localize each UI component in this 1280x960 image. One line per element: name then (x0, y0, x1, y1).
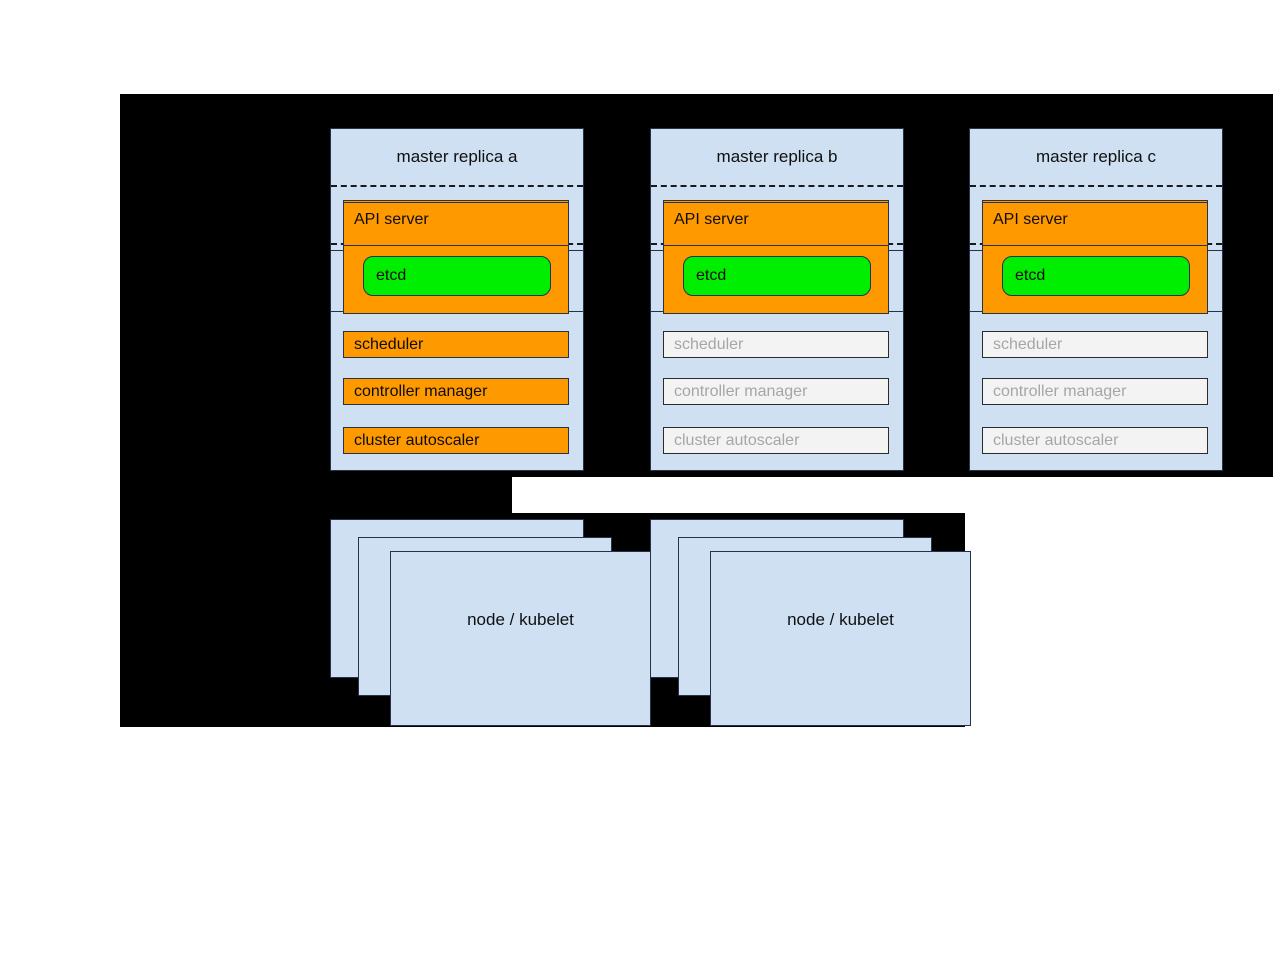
replica-c-etcd[interactable]: etcd (1002, 256, 1190, 296)
replica-b-api-server[interactable]: API server (663, 202, 889, 246)
replica-a-divider-top (331, 185, 583, 187)
replica-c-api-server[interactable]: API server (982, 202, 1208, 246)
replica-b-cluster-autoscaler-label: cluster autoscaler (674, 431, 800, 449)
backdrop-mid-left-block (120, 477, 512, 513)
replica-c-etcd-label: etcd (1015, 267, 1046, 284)
replica-a-scheduler[interactable]: scheduler (343, 331, 569, 358)
replica-c-scheduler-label: scheduler (993, 335, 1063, 353)
master-replica-a-title: master replica a (396, 147, 518, 166)
replica-c-divider-top (970, 185, 1222, 187)
replica-a-controller-manager-label: controller manager (354, 382, 488, 400)
replica-b-scheduler[interactable]: scheduler (663, 331, 889, 358)
replica-c-cluster-autoscaler-label: cluster autoscaler (993, 431, 1119, 449)
node-group-left-label: node / kubelet (467, 610, 574, 629)
replica-a-cluster-autoscaler-label: cluster autoscaler (354, 431, 480, 449)
replica-c-api-server-label: API server (993, 211, 1068, 228)
node-group-right-front[interactable]: node / kubelet (710, 551, 971, 726)
replica-c-controller-manager-label: controller manager (993, 382, 1127, 400)
node-group-right-label: node / kubelet (787, 610, 894, 629)
replica-a-etcd-label: etcd (376, 267, 407, 284)
replica-b-cluster-autoscaler[interactable]: cluster autoscaler (663, 427, 889, 454)
replica-c-controller-manager[interactable]: controller manager (982, 378, 1208, 405)
replica-a-scheduler-label: scheduler (354, 335, 424, 353)
master-replica-b-title: master replica b (716, 147, 838, 166)
replica-c-cluster-autoscaler[interactable]: cluster autoscaler (982, 427, 1208, 454)
replica-b-divider-top (651, 185, 903, 187)
node-group-left-front[interactable]: node / kubelet (390, 551, 651, 726)
replica-b-etcd[interactable]: etcd (683, 256, 871, 296)
master-replica-c-title: master replica c (1036, 147, 1156, 166)
replica-a-api-server-label: API server (354, 211, 429, 228)
replica-a-api-server[interactable]: API server (343, 202, 569, 246)
replica-c-scheduler[interactable]: scheduler (982, 331, 1208, 358)
replica-a-etcd[interactable]: etcd (363, 256, 551, 296)
replica-b-etcd-label: etcd (696, 267, 727, 284)
replica-a-controller-manager[interactable]: controller manager (343, 378, 569, 405)
replica-b-controller-manager[interactable]: controller manager (663, 378, 889, 405)
replica-b-scheduler-label: scheduler (674, 335, 744, 353)
replica-b-controller-manager-label: controller manager (674, 382, 808, 400)
replica-b-api-server-label: API server (674, 211, 749, 228)
replica-a-cluster-autoscaler[interactable]: cluster autoscaler (343, 427, 569, 454)
